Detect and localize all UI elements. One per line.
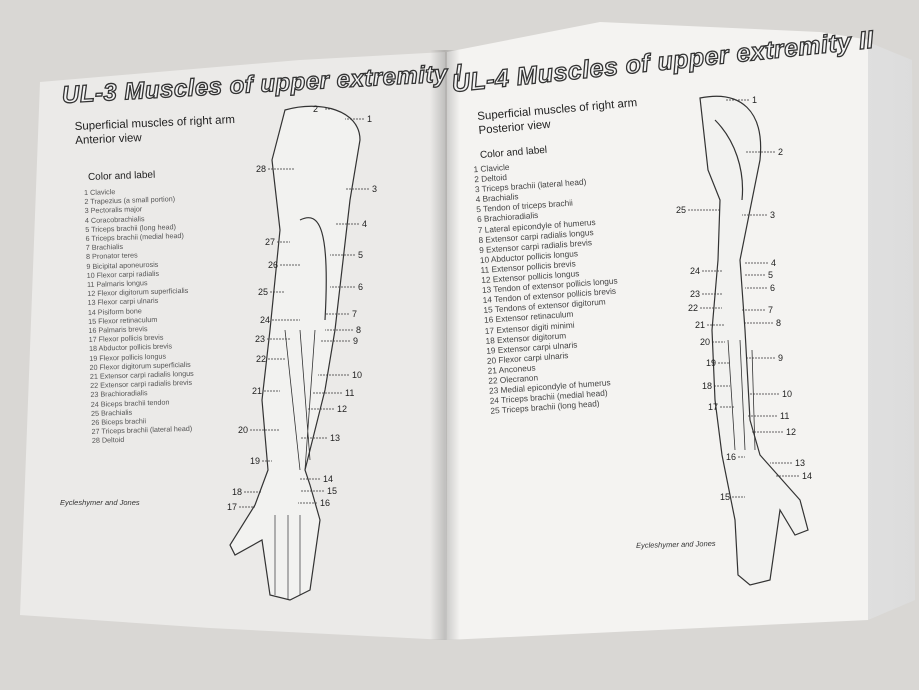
figure-label-number: 23 <box>255 334 265 344</box>
figure-label-number: 18 <box>702 381 712 391</box>
figure-label-number: 4 <box>362 219 367 229</box>
figure-label-number: 12 <box>786 427 796 437</box>
figure-label-number: 19 <box>706 358 716 368</box>
figure-label-number: 13 <box>795 458 805 468</box>
anterior-arm-illustration <box>229 105 361 601</box>
figure-label-number: 6 <box>770 283 775 293</box>
figure-label-number: 7 <box>352 309 357 319</box>
figure-label-number: 20 <box>238 425 248 435</box>
figure-label-number: 20 <box>700 337 710 347</box>
left-credit: Eycleshymer and Jones <box>60 498 140 507</box>
figure-label-number: 9 <box>778 353 783 363</box>
figure-label-number: 28 <box>256 164 266 174</box>
figure-label-number: 11 <box>345 388 354 398</box>
figure-label-number: 5 <box>358 250 363 260</box>
figure-label-number: 15 <box>720 492 730 502</box>
figure-label-number: 2 <box>778 147 783 157</box>
book-gutter <box>430 50 460 640</box>
figure-label-number: 23 <box>690 289 700 299</box>
figure-label-number: 3 <box>372 184 377 194</box>
posterior-arm-illustration <box>699 95 809 586</box>
figure-label-number: 5 <box>768 270 773 280</box>
figure-label-number: 16 <box>726 452 736 462</box>
figure-label-number: 10 <box>782 389 792 399</box>
figure-label-number: 2 <box>313 104 318 114</box>
figure-label-number: 14 <box>323 474 333 484</box>
figure-label-number: 11 <box>780 411 789 421</box>
figure-label-number: 25 <box>258 287 268 297</box>
figure-label-number: 26 <box>268 260 278 270</box>
figure-label-number: 9 <box>353 336 358 346</box>
figure-label-number: 1 <box>752 95 757 105</box>
figure-label-number: 24 <box>260 315 270 325</box>
figure-label-number: 17 <box>708 402 718 412</box>
figure-label-number: 8 <box>776 318 781 328</box>
figure-label-number: 16 <box>320 498 330 508</box>
figure-label-number: 17 <box>227 502 237 512</box>
figure-label-number: 13 <box>330 433 340 443</box>
figure-label-number: 22 <box>256 354 266 364</box>
figure-label-number: 6 <box>358 282 363 292</box>
figure-label-number: 24 <box>690 266 700 276</box>
figure-label-number: 19 <box>250 456 260 466</box>
figure-label-number: 15 <box>327 486 337 496</box>
figure-label-number: 3 <box>770 210 775 220</box>
figure-label-number: 18 <box>232 487 242 497</box>
figure-label-number: 7 <box>768 305 773 315</box>
figure-label-number: 12 <box>337 404 347 414</box>
figure-label-number: 4 <box>771 258 776 268</box>
figure-label-number: 22 <box>688 303 698 313</box>
figure-label-number: 14 <box>802 471 812 481</box>
figure-label-number: 27 <box>265 237 275 247</box>
figure-label-number: 1 <box>367 114 372 124</box>
figure-label-number: 10 <box>352 370 362 380</box>
figure-label-number: 8 <box>356 325 361 335</box>
figure-label-number: 25 <box>676 205 686 215</box>
figure-label-number: 21 <box>695 320 705 330</box>
figure-label-number: 21 <box>252 386 262 396</box>
